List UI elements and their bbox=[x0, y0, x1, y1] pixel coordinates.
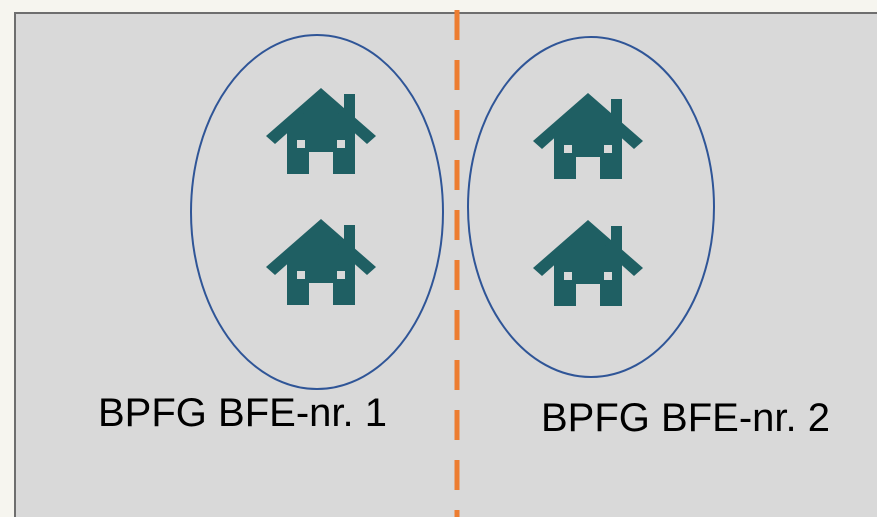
plot-1-ellipse bbox=[190, 34, 444, 390]
house-icon bbox=[533, 220, 643, 306]
plot-2-ellipse bbox=[467, 36, 715, 378]
plot-1-label: BPFG BFE-nr. 1 bbox=[98, 391, 387, 435]
area-panel bbox=[14, 12, 877, 517]
house-icon bbox=[266, 88, 376, 174]
plot-2-label: BPFG BFE-nr. 2 bbox=[541, 396, 830, 440]
house-icon bbox=[533, 93, 643, 179]
house-icon bbox=[266, 219, 376, 305]
